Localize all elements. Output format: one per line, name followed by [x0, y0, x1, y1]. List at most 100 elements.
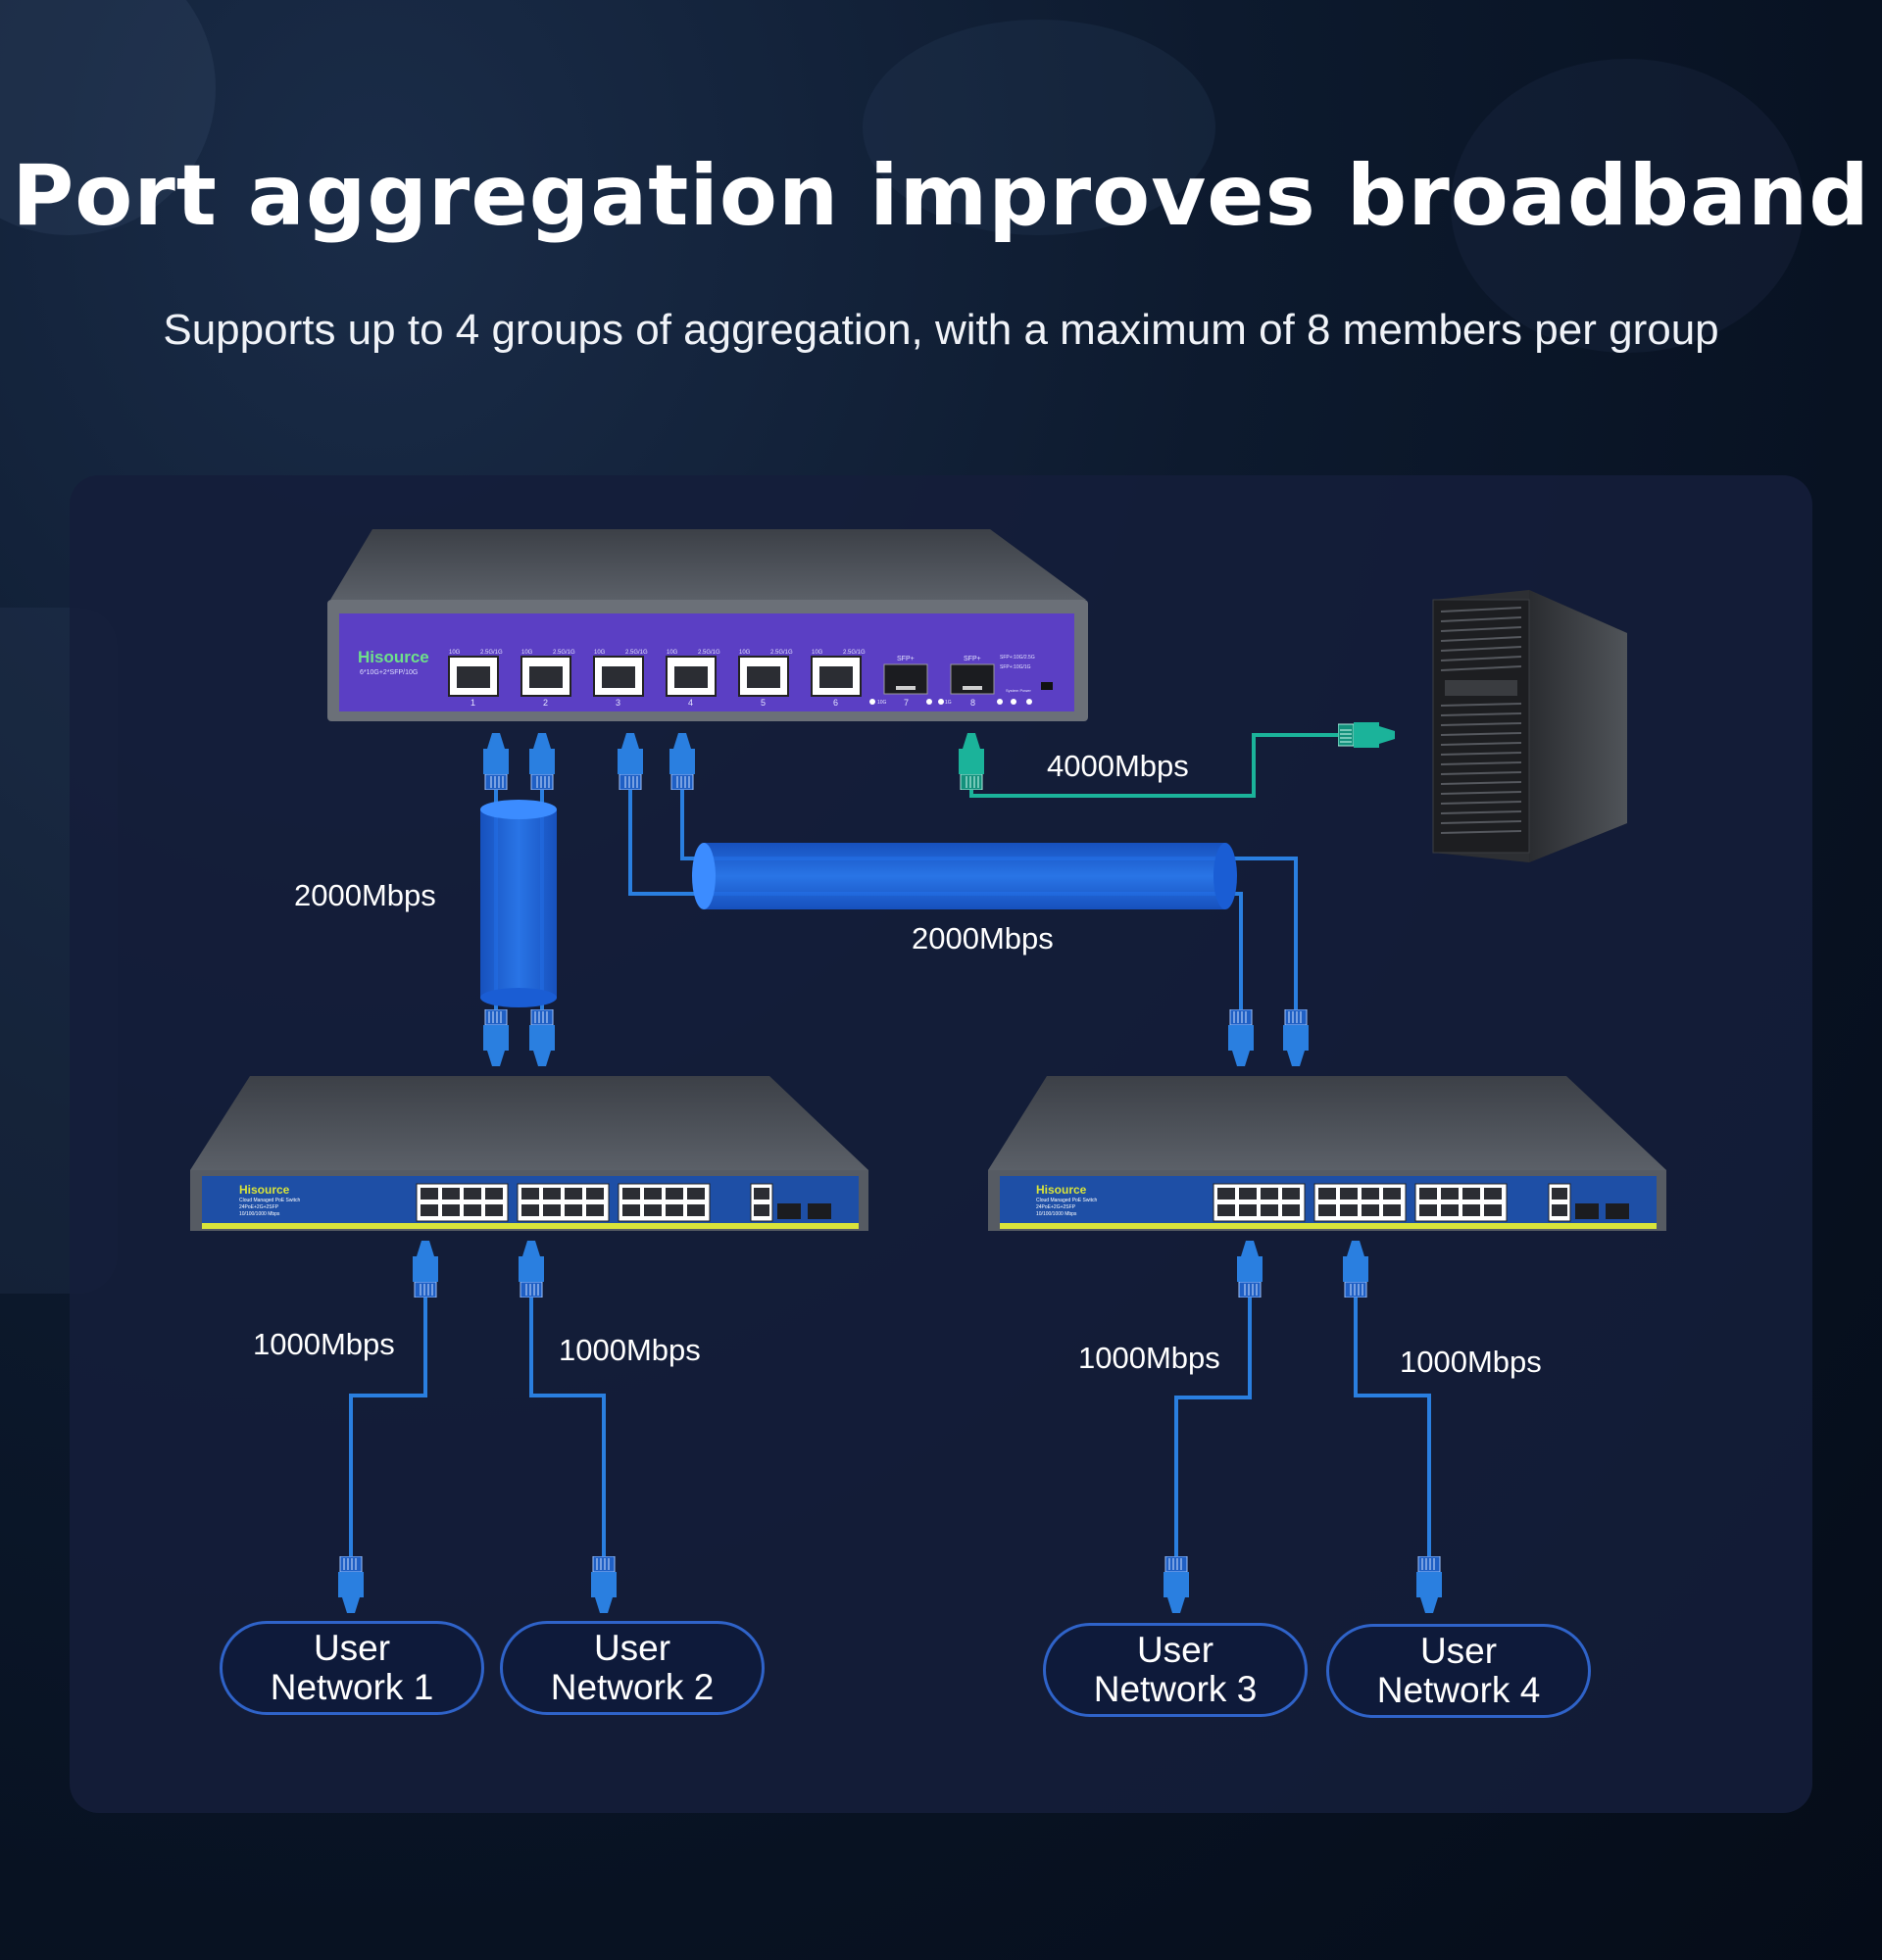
access-switch-left: Hisource Cloud Managed PoE Switch 24PoE+…: [190, 1076, 868, 1231]
label-right-aggregation: 2000Mbps: [912, 921, 1054, 956]
access-right-stripe: [1000, 1223, 1657, 1229]
core-port-1-speed-a: 10G: [449, 650, 461, 656]
user-network-4-line2: Network 4: [1376, 1670, 1541, 1710]
user-network-1-line1: User: [313, 1628, 391, 1668]
core-port-number-4: 4: [688, 698, 693, 708]
access-left-line2: 24PoE+2G+2SFP: [239, 1204, 279, 1210]
core-port-6-jack: [819, 666, 853, 688]
cable-user-2: [529, 1294, 606, 1564]
label-user-4-link: 1000Mbps: [1400, 1345, 1542, 1379]
user-network-4: User Network 4: [1326, 1624, 1591, 1718]
rj45-core-1: [482, 732, 510, 790]
user-network-1: User Network 1: [220, 1621, 484, 1715]
core-led: [1026, 699, 1032, 705]
cable-server: [969, 733, 1362, 798]
core-port-6-speed-a: 10G: [812, 650, 823, 656]
core-port-speed-labels: 10G 2.5G/1G 10G 2.5G/1G 10G 2.5G/1G 10G …: [449, 650, 866, 656]
core-led-label-1g: 1G: [945, 700, 952, 706]
rj45-right-agg-1: [1227, 1009, 1255, 1067]
core-port-4-speed-b: 2.5G/1G: [698, 650, 720, 656]
label-user-1-link: 1000Mbps: [253, 1327, 395, 1361]
rj45-left-user-2: [518, 1240, 545, 1298]
label-left-aggregation: 2000Mbps: [294, 878, 436, 912]
access-left-stripe: [202, 1223, 859, 1229]
core-sfp-note-2: SFP+:10G/1G: [1000, 664, 1031, 670]
cable-user-4: [1354, 1294, 1431, 1564]
page-subtitle: Supports up to 4 groups of aggregation, …: [163, 306, 1719, 354]
core-port-number-1: 1: [470, 698, 475, 708]
rj45-user-4: [1415, 1556, 1443, 1614]
cable-user-3: [1174, 1294, 1252, 1564]
access-left-line3: 10/100/1000 Mbps: [239, 1211, 280, 1217]
core-sfp-label-8: SFP+: [964, 656, 981, 662]
user-network-1-line2: Network 1: [270, 1667, 434, 1707]
access-switch-right: Hisource Cloud Managed PoE Switch 24PoE+…: [988, 1076, 1666, 1231]
page-title: Port aggregation improves broadband: [12, 147, 1870, 245]
rj45-user-3: [1163, 1556, 1190, 1614]
core-port-1-speed-b: 2.5G/1G: [480, 650, 503, 656]
user-network-3-line1: User: [1136, 1630, 1214, 1670]
background-blur-shape: [1451, 59, 1804, 353]
core-port-4-jack: [674, 666, 708, 688]
rj45-left-agg-1: [482, 1009, 510, 1067]
core-power-port: [1041, 682, 1053, 690]
core-switch: Hisource 6*10G+2*SFP/10G 10G 2.5G/1G 10G…: [327, 529, 1088, 721]
core-port-number-7: 7: [904, 698, 909, 708]
core-switch-model: 6*10G+2*SFP/10G: [360, 669, 418, 676]
user-network-2: User Network 2: [500, 1621, 765, 1715]
label-server-link: 4000Mbps: [1047, 749, 1189, 783]
core-switch-brand: Hisource: [358, 648, 429, 666]
rj45-core-4: [669, 732, 696, 790]
cable-user-1: [349, 1294, 427, 1564]
access-right-port-jacks: [1217, 1188, 1567, 1216]
core-sfp-port-8-latch: [963, 686, 982, 690]
core-led: [869, 699, 875, 705]
core-port-3-jack: [602, 666, 635, 688]
core-port-number-3: 3: [616, 698, 620, 708]
user-network-3: User Network 3: [1043, 1623, 1308, 1717]
access-left-port-jacks: [421, 1188, 769, 1216]
core-sfp-label-7: SFP+: [897, 656, 915, 662]
rj45-user-2: [590, 1556, 618, 1614]
core-port-2-speed-b: 2.5G/1G: [553, 650, 575, 656]
core-sfp-port-7-latch: [896, 686, 916, 690]
user-network-2-line1: User: [593, 1628, 671, 1668]
access-left-sfp-port: [777, 1203, 801, 1219]
core-port-6-speed-b: 2.5G/1G: [843, 650, 866, 656]
server-tower: [1432, 590, 1627, 862]
user-network-3-line2: Network 3: [1093, 1669, 1258, 1709]
label-user-3-link: 1000Mbps: [1078, 1341, 1220, 1375]
core-port-3-speed-a: 10G: [594, 650, 606, 656]
rj45-right-user-4: [1342, 1240, 1369, 1298]
core-led: [997, 699, 1003, 705]
core-sfp-note-1: SFP+:10G/2.5G: [1000, 655, 1035, 661]
user-network-4-line1: User: [1419, 1631, 1498, 1671]
core-status-label: System Power: [1006, 688, 1031, 693]
rj45-server: [1338, 721, 1396, 749]
core-port-2-jack: [529, 666, 563, 688]
core-port-number-2: 2: [543, 698, 548, 708]
core-port-5-speed-a: 10G: [739, 650, 751, 656]
access-right-line3: 10/100/1000 Mbps: [1036, 1211, 1077, 1217]
background-blur-shape: [863, 20, 1215, 235]
core-port-2-speed-a: 10G: [521, 650, 533, 656]
core-port-5-jack: [747, 666, 780, 688]
access-left-line1: Cloud Managed PoE Switch: [239, 1198, 300, 1203]
server-vent-lines: [1440, 607, 1522, 834]
label-user-2-link: 1000Mbps: [559, 1333, 701, 1367]
core-port-3-speed-b: 2.5G/1G: [625, 650, 648, 656]
core-port-1-jack: [457, 666, 490, 688]
core-rj45-ports: [448, 656, 862, 697]
core-led-label-10g: 10G: [877, 700, 887, 706]
core-switch-top: [330, 529, 1086, 600]
core-port-number-6: 6: [833, 698, 838, 708]
rj45-core-server: [958, 732, 985, 790]
rj45-left-user-1: [412, 1240, 439, 1298]
core-port-4-speed-a: 10G: [667, 650, 678, 656]
rj45-core-2: [528, 732, 556, 790]
rj45-left-agg-2: [528, 1009, 556, 1067]
user-network-2-line2: Network 2: [550, 1667, 715, 1707]
core-sfp-ports: SFP+ SFP+: [883, 656, 995, 695]
core-led: [938, 699, 944, 705]
